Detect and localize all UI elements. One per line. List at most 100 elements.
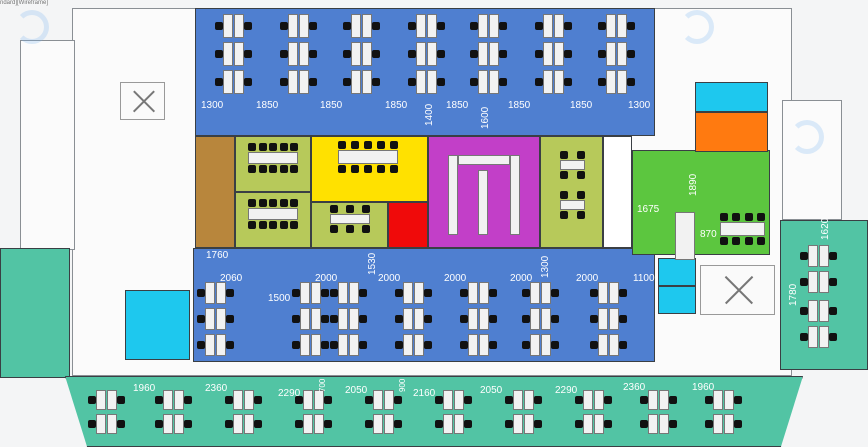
chair [829,278,837,286]
chair [435,396,443,404]
open-office-south [193,248,655,362]
chair [734,420,742,428]
chair [225,420,233,428]
chair [464,420,472,428]
chair [269,143,277,151]
chair [346,225,354,233]
chair [292,289,300,297]
desk [244,390,254,410]
dimension-label: 1100 [633,273,655,284]
chair [744,237,753,245]
desk [427,70,437,94]
chair [226,315,234,323]
chair [295,396,303,404]
chair [577,171,585,179]
chair [290,165,298,173]
desk [808,245,818,267]
view-label: ndard][Wireframe] [0,0,49,6]
chair [395,315,403,323]
chair [292,315,300,323]
desk [403,308,413,330]
chair [757,213,765,221]
desk [724,414,734,434]
chair [394,420,402,428]
chair [377,165,385,173]
chair [408,78,416,86]
meeting-room-olive-2 [235,192,311,248]
desk [530,282,540,304]
chair [408,22,416,30]
chair [365,420,373,428]
chair [560,171,568,179]
desk [489,14,499,38]
chair [522,289,530,297]
chair [309,22,317,30]
chair [290,143,298,151]
desk [609,308,619,330]
chair [226,341,234,349]
chair [564,22,572,30]
desk [234,42,244,66]
desk [288,14,298,38]
cyan-room-3 [658,286,696,314]
chair [309,50,317,58]
dimension-label: 2000 [315,273,338,284]
desk [427,14,437,38]
desk [174,414,184,434]
meeting-table [248,208,298,220]
desk [414,282,424,304]
chair [197,341,205,349]
chair [499,78,507,86]
chair [258,221,267,229]
chair [117,420,125,428]
chair [575,396,583,404]
desk [223,70,233,94]
meeting-room-olive-1 [235,136,311,192]
chair [560,211,568,219]
chair [535,22,543,30]
u-table [448,155,458,235]
chair [225,396,233,404]
orange-room [695,112,768,152]
desk [300,308,310,330]
chair [535,78,543,86]
chair [590,341,598,349]
meeting-room-olive-4 [540,136,603,248]
desk [543,14,553,38]
chair [577,211,585,219]
chair [258,199,267,207]
chair [215,78,223,86]
chair [324,396,332,404]
dimension-label: 2050 [480,385,503,396]
desk [403,334,413,356]
desk [583,414,593,434]
chair [470,22,478,30]
chair [184,420,192,428]
chair [338,165,346,173]
chair [279,199,288,207]
desk [362,70,372,94]
desk [216,334,226,356]
chair [330,315,338,323]
chair [560,191,568,199]
chair [280,78,288,86]
chair [244,78,252,86]
desk [205,308,215,330]
chair [720,237,728,245]
desk [349,334,359,356]
desk [541,334,551,356]
dimension-label: 1500 [268,293,291,304]
desk [311,308,321,330]
desk [351,42,361,66]
chair [829,252,837,260]
chair [330,289,338,297]
desk [107,414,117,434]
brown-room [195,136,235,248]
stair-icon [120,82,165,120]
desk [541,308,551,330]
desk [443,414,453,434]
desk [478,42,488,66]
dimension-label: 2050 [345,385,368,396]
chair [226,289,234,297]
meeting-table [675,212,695,260]
